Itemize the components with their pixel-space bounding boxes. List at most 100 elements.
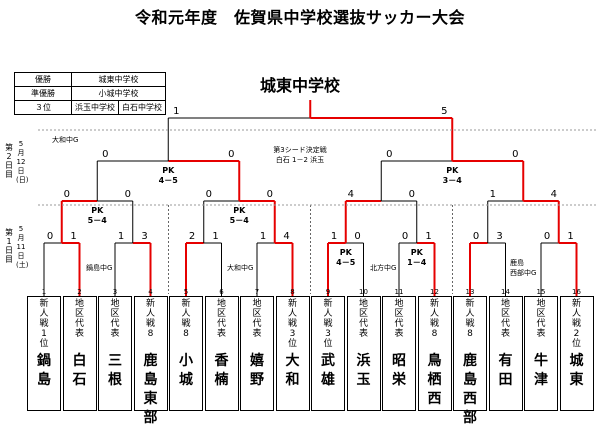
team-number: 9 bbox=[326, 288, 330, 296]
qf-score: 1 bbox=[490, 189, 496, 200]
semi-score: 0 bbox=[102, 149, 108, 160]
team-number: 4 bbox=[148, 288, 153, 296]
team-cell: 地 区 代 表三 根 bbox=[98, 296, 132, 411]
team-qualification: 地 区 代 表 bbox=[358, 299, 368, 339]
qf-score: 4 bbox=[348, 189, 354, 200]
r1-score: 1 bbox=[331, 231, 337, 242]
team-name: 鳥 栖 西 bbox=[427, 353, 442, 407]
team-name: 鍋 島 bbox=[37, 353, 51, 388]
team-qualification: 地 区 代 表 bbox=[394, 299, 404, 339]
team-qualification: 地 区 代 表 bbox=[216, 299, 226, 339]
team-qualification: 新 人 戦 8 bbox=[465, 299, 475, 339]
team-cell: 地 区 代 表昭 栄 bbox=[382, 296, 416, 411]
team-number: 7 bbox=[255, 288, 259, 296]
team-name: 浜 玉 bbox=[356, 353, 371, 388]
team-qualification: 新 人 戦 8 bbox=[181, 299, 191, 339]
team-cell: 地 区 代 表有 田 bbox=[488, 296, 523, 411]
venue-label: 大和中G bbox=[227, 263, 253, 272]
r1-score: 0 bbox=[473, 231, 479, 242]
team-name: 香 楠 bbox=[214, 353, 229, 388]
rank-label: ３位 bbox=[14, 100, 72, 115]
team-name: 白 石 bbox=[72, 353, 87, 388]
team-qualification: 新 人 戦 1 位 bbox=[39, 299, 49, 349]
r1-score: 2 bbox=[189, 231, 195, 242]
qf-score: 0 bbox=[409, 189, 415, 200]
team-cell: 地 区 代 表白 石 bbox=[62, 296, 97, 411]
day2-label: 第 2 日 目 bbox=[5, 143, 13, 179]
team-qualification: 地 区 代 表 bbox=[252, 299, 262, 339]
team-name: 小 城 bbox=[179, 353, 193, 388]
rank-team: 白石中学校 bbox=[118, 100, 166, 115]
team-name: 有 田 bbox=[498, 353, 513, 388]
team-number: 16 bbox=[572, 288, 581, 296]
team-qualification: 地 区 代 表 bbox=[536, 299, 546, 339]
semi-score: 0 bbox=[512, 149, 518, 160]
page-title: 令和元年度 佐賀県中学校選抜サッカー大会 bbox=[134, 8, 465, 27]
results-table: 優勝 城東中学校 準優勝 小城中学校 ３位 浜玉中学校 白石中学校 bbox=[14, 72, 166, 115]
r1-score: 0 bbox=[402, 231, 408, 242]
team-cell: 地 区 代 表嬉 野 bbox=[240, 296, 274, 411]
team-qualification: 新 人 戦 3 位 bbox=[323, 299, 333, 349]
team-number: 1 bbox=[42, 288, 46, 296]
r1-score: 1 bbox=[70, 231, 76, 242]
team-number: 12 bbox=[430, 288, 439, 296]
r1-score: 0 bbox=[544, 231, 550, 242]
team-number: 2 bbox=[77, 288, 81, 296]
r1-score: 4 bbox=[283, 231, 289, 242]
day1-label: 第 1 日 目 bbox=[5, 228, 13, 264]
semi-score: 0 bbox=[228, 149, 234, 160]
r1-score: 3 bbox=[496, 231, 502, 242]
r1-score: 1 bbox=[567, 231, 573, 242]
r1-score: 1 bbox=[212, 231, 218, 242]
team-number: 5 bbox=[184, 288, 188, 296]
team-name: 鹿 島 西 部 bbox=[463, 353, 477, 426]
team-name: 武 雄 bbox=[321, 353, 335, 388]
team-number: 10 bbox=[359, 288, 368, 296]
qf-score: 0 bbox=[267, 189, 273, 200]
day1-date: 5 月 11 日 (土) bbox=[16, 225, 29, 269]
semi-score: 0 bbox=[386, 149, 392, 160]
r1-score: 3 bbox=[141, 231, 147, 242]
team-cell: 新 人 戦 3 位武 雄 bbox=[311, 296, 345, 411]
venue-label: 大和中G bbox=[52, 135, 78, 144]
champion-title: 城東中学校 bbox=[259, 76, 340, 95]
r1-score: 1 bbox=[425, 231, 431, 242]
team-number: 3 bbox=[113, 288, 117, 296]
team-cell: 新 人 戦 8 小 城 bbox=[169, 296, 203, 411]
team-name: 牛 津 bbox=[534, 353, 548, 388]
team-number: 6 bbox=[219, 288, 224, 296]
team-cell: 地 区 代 表香 楠 bbox=[204, 296, 239, 411]
team-qualification: 地 区 代 表 bbox=[74, 299, 84, 339]
team-cell: 地 区 代 表牛 津 bbox=[524, 296, 558, 411]
team-name: 大 和 bbox=[285, 353, 300, 388]
team-qualification: 地 区 代 表 bbox=[110, 299, 120, 339]
team-qualification: 新 人 戦 8 bbox=[145, 299, 155, 339]
team-qualification: 新 人 戦 3 位 bbox=[287, 299, 297, 349]
team-number: 15 bbox=[537, 288, 546, 296]
qf-score: 0 bbox=[64, 189, 70, 200]
team-number: 13 bbox=[466, 288, 475, 296]
third-place-title: 第3シード決定戦 bbox=[273, 145, 326, 154]
results-row-1: 優勝 城東中学校 bbox=[14, 72, 166, 87]
team-name: 嬉 野 bbox=[250, 353, 264, 388]
team-name: 城 東 bbox=[569, 353, 584, 388]
rank-team: 浜玉中学校 bbox=[71, 100, 119, 115]
team-qualification: 新 人 戦 2 位 bbox=[571, 299, 581, 349]
qf-score: 0 bbox=[206, 189, 212, 200]
team-cell: 新 人 戦 3 位大 和 bbox=[275, 296, 310, 411]
team-name: 三 根 bbox=[108, 353, 122, 388]
team-cell: 新 人 戦 1 位鍋 島 bbox=[27, 296, 61, 411]
team-cell: 地 区 代 表浜 玉 bbox=[346, 296, 381, 411]
team-qualification: 地 区 代 表 bbox=[500, 299, 510, 339]
team-number: 14 bbox=[501, 288, 510, 296]
team-number: 8 bbox=[290, 288, 294, 296]
